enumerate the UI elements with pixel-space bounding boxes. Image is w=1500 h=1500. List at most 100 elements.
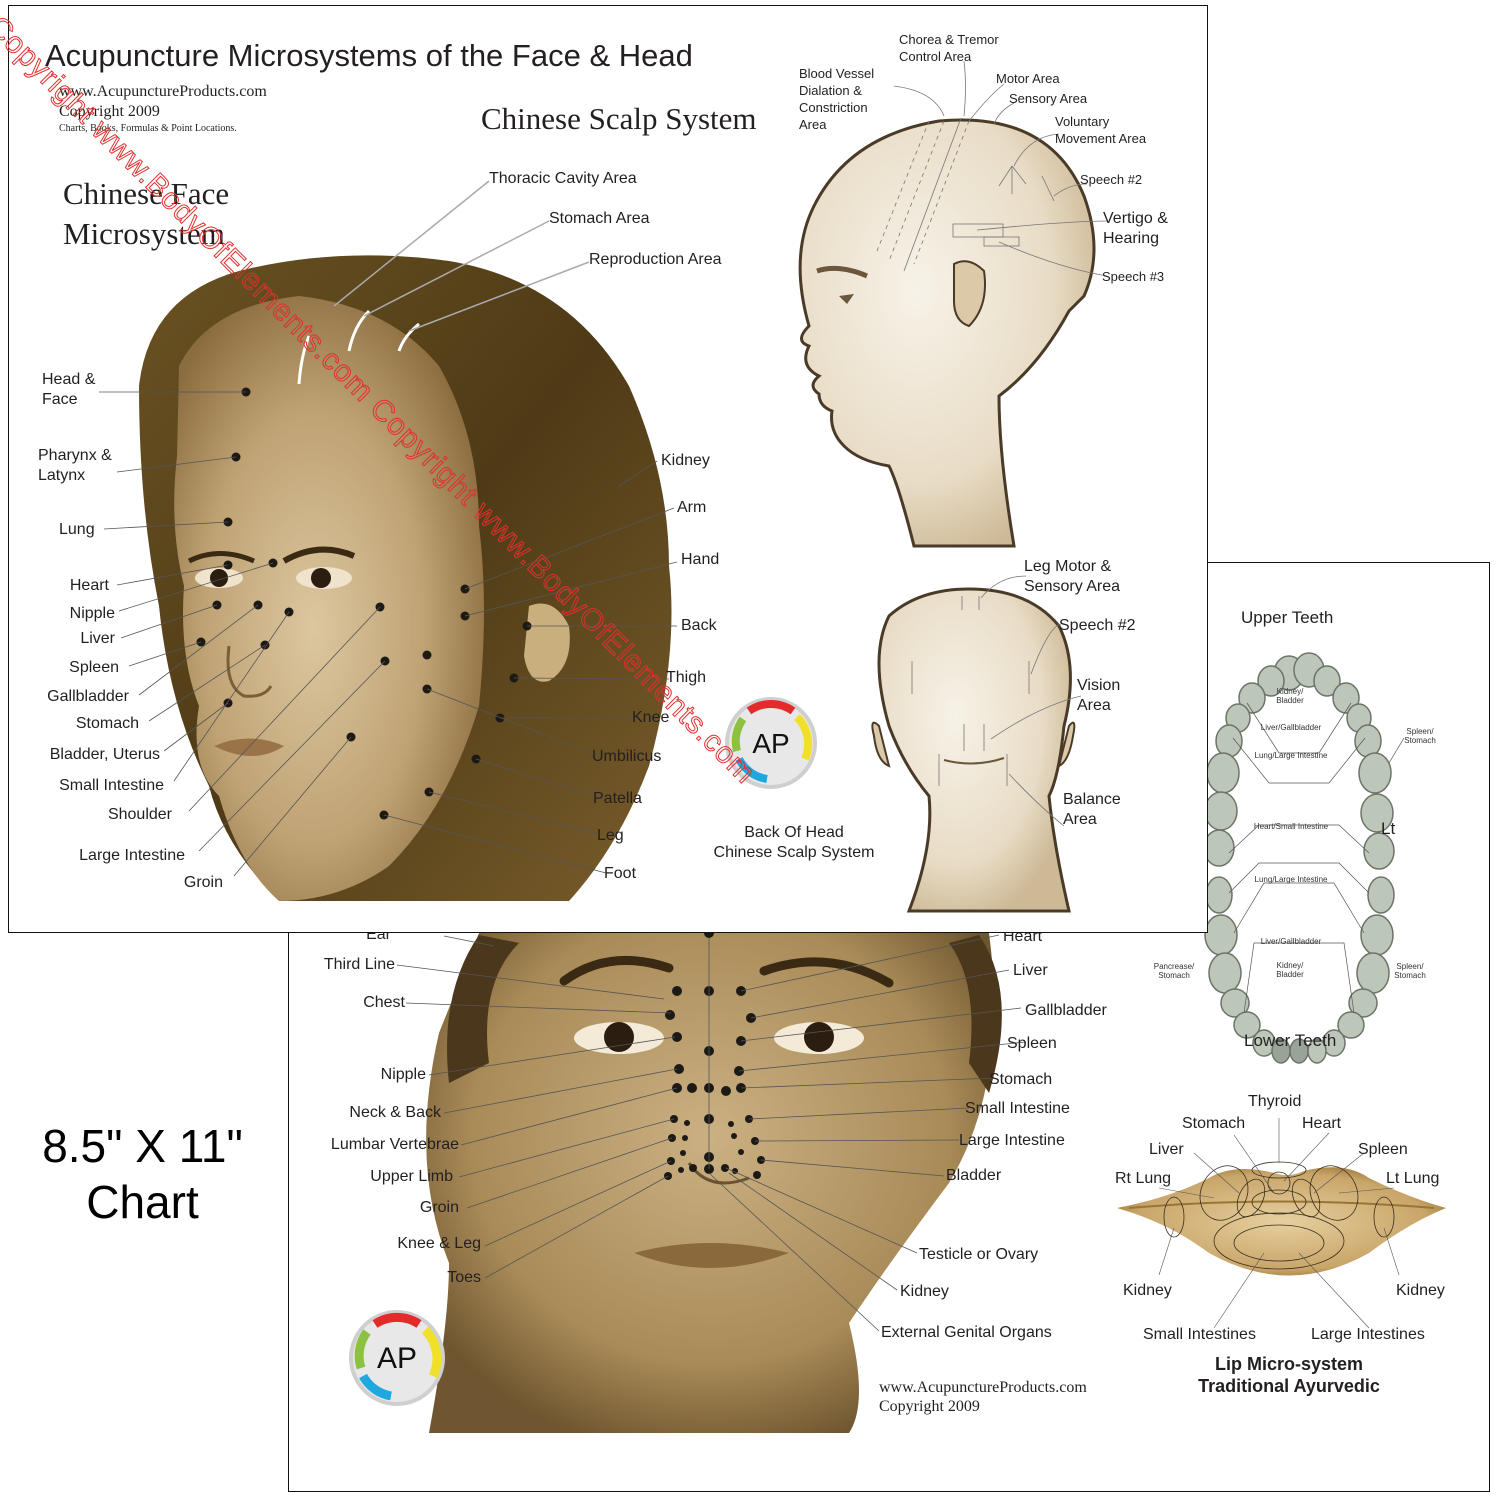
lip-label-kidney-right: Kidney bbox=[1396, 1282, 1445, 1299]
face-title-line2: Microsystem bbox=[63, 216, 225, 251]
lip-label-thyroid: Thyroid bbox=[1248, 1093, 1302, 1110]
label-foot: Foot bbox=[604, 865, 637, 882]
face-title-line1: Chinese Face bbox=[63, 176, 230, 211]
label-heart: Heart bbox=[69, 577, 109, 594]
label-third-line: Third Line bbox=[323, 956, 395, 973]
label-groin: Groin bbox=[419, 1199, 459, 1216]
label-spleen: Spleen bbox=[1007, 1035, 1057, 1052]
frontal-face-illustration: AP bbox=[349, 652, 1446, 1433]
label-upper-limb: Upper Limb bbox=[370, 1168, 453, 1185]
label-gallbladder: Gallbladder bbox=[47, 688, 129, 705]
label-patella: Patella bbox=[593, 790, 642, 807]
tooth-label-lung-li-lower: Lung/Large Intestine bbox=[1254, 875, 1328, 884]
tooth-label-kidney-bladder-upper: Kidney/ Bladder bbox=[1276, 687, 1304, 705]
chart-1-sheet: AP Acupuncture Microsystems of the Face … bbox=[8, 5, 1208, 933]
size-note: 8.5" X 11" Chart bbox=[0, 1118, 285, 1230]
label-sensory-area: Sensory Area bbox=[1009, 91, 1088, 106]
label-blood-vessel: Blood Vessel Dialation & Constriction Ar… bbox=[799, 66, 875, 132]
label-thigh: Thigh bbox=[666, 669, 707, 686]
label-neck-back: Neck & Back bbox=[349, 1104, 441, 1121]
lip-label-large-intestines: Large Intestines bbox=[1311, 1326, 1425, 1343]
upper-teeth-title: Upper Teeth bbox=[1241, 608, 1334, 627]
back-head-caption-line1: Back Of Head bbox=[744, 824, 844, 841]
label-nipple: Nipple bbox=[69, 605, 115, 622]
label-hand: Hand bbox=[681, 551, 720, 568]
label-vision-area: Vision Area bbox=[1077, 677, 1121, 714]
tooth-label-heart-si: Heart/Small Intestine bbox=[1253, 822, 1329, 831]
label-groin: Groin bbox=[183, 874, 223, 891]
label-speech-3: Speech #3 bbox=[1102, 269, 1165, 284]
back-head-illustration bbox=[871, 575, 1082, 913]
label-shoulder: Shoulder bbox=[107, 806, 172, 823]
label-liver: Liver bbox=[80, 630, 115, 647]
label-leg: Leg bbox=[597, 827, 624, 844]
label-arm: Arm bbox=[677, 499, 707, 516]
size-note-line1: 8.5" X 11" bbox=[42, 1120, 243, 1172]
label-large-intestine: Large Intestine bbox=[959, 1132, 1065, 1149]
lips-illustration bbox=[1117, 1118, 1446, 1329]
label-back: Back bbox=[681, 617, 717, 634]
label-pharynx-latynx: Pharynx & Latynx bbox=[38, 447, 112, 484]
lip-title-line1: Lip Micro-system bbox=[1214, 1354, 1364, 1374]
tooth-label-liver-gb-lower: Liver/Gallbladder bbox=[1260, 937, 1322, 946]
tooth-label-spleen-stomach-lower: Spleen/ Stomach bbox=[1394, 962, 1426, 980]
ap-logo-text: AP bbox=[377, 1342, 417, 1375]
lower-teeth-title: Lower Teeth bbox=[1244, 1031, 1337, 1050]
label-kidney: Kidney bbox=[900, 1283, 949, 1300]
lip-label-lt-lung: Lt Lung bbox=[1386, 1170, 1440, 1187]
label-testicle-ovary: Testicle or Ovary bbox=[919, 1246, 1039, 1263]
chart1-tagline: Charts, Books, Formulas & Point Location… bbox=[59, 123, 237, 134]
lip-label-rt-lung: Rt Lung bbox=[1115, 1170, 1172, 1187]
lip-label-liver: Liver bbox=[1149, 1141, 1184, 1158]
teeth-side-lt: Lt bbox=[1381, 819, 1396, 838]
label-motor-area: Motor Area bbox=[996, 71, 1060, 86]
back-head-caption-line2: Chinese Scalp System bbox=[713, 844, 875, 861]
label-toes: Toes bbox=[447, 1269, 481, 1286]
label-small-intestine: Small Intestine bbox=[59, 777, 164, 794]
label-balance-area: Balance Area bbox=[1063, 791, 1121, 828]
teeth-illustration bbox=[1203, 652, 1395, 1064]
tooth-label-liver-gb-upper: Liver/Gallbladder bbox=[1260, 723, 1322, 732]
ap-logo-text-1: AP bbox=[752, 728, 789, 759]
chart2-copyright: Copyright 2009 bbox=[879, 1398, 980, 1415]
chart1-copyright: Copyright 2009 bbox=[59, 103, 160, 120]
back-head-caption: Back Of Head Chinese Scalp System bbox=[699, 823, 889, 863]
label-nipple: Nipple bbox=[380, 1066, 426, 1083]
side-head-illustration bbox=[798, 60, 1108, 548]
label-knee: Knee bbox=[632, 709, 670, 726]
label-gallbladder: Gallbladder bbox=[1025, 1002, 1107, 1019]
label-spleen: Spleen bbox=[69, 659, 119, 676]
tooth-label-kidney-bladder-lower: Kidney/ Bladder bbox=[1276, 961, 1304, 979]
tooth-label-spleen-stomach-upper: Spleen/ Stomach bbox=[1404, 727, 1436, 745]
label-bladder: Bladder bbox=[946, 1167, 1002, 1184]
chart2-footer: www.AcupunctureProducts.com Copyright 20… bbox=[879, 1378, 1087, 1416]
lip-label-small-intestines: Small Intestines bbox=[1143, 1326, 1256, 1343]
label-stomach: Stomach bbox=[989, 1071, 1053, 1088]
label-head-face: Head & Face bbox=[42, 371, 96, 408]
label-large-intestine: Large Intestine bbox=[79, 847, 185, 864]
tooth-label-lung-li-upper: Lung/Large Intestine bbox=[1254, 751, 1328, 760]
label-voluntary-movement: Voluntary Movement Area bbox=[1055, 114, 1147, 146]
label-stomach-area: Stomach Area bbox=[549, 210, 650, 227]
label-speech-2-side: Speech #2 bbox=[1080, 172, 1143, 187]
label-umbilicus: Umbilicus bbox=[592, 748, 662, 765]
chinese-face-title: Chinese Face Microsystem bbox=[63, 174, 229, 254]
lip-label-heart: Heart bbox=[1302, 1115, 1342, 1132]
chart1-url: www.AcupunctureProducts.com bbox=[59, 83, 267, 100]
label-liver: Liver bbox=[1013, 962, 1048, 979]
lip-label-kidney-left: Kidney bbox=[1123, 1282, 1172, 1299]
label-chest: Chest bbox=[363, 994, 405, 1011]
chart1-illustrations: AP bbox=[99, 60, 1108, 913]
label-vertigo-hearing: Vertigo & Hearing bbox=[1103, 210, 1168, 247]
label-kidney: Kidney bbox=[661, 452, 710, 469]
label-external-genital: External Genital Organs bbox=[881, 1324, 1052, 1341]
label-small-intestine: Small Intestine bbox=[965, 1100, 1070, 1117]
label-lumbar-vertebrae: Lumbar Vertebrae bbox=[330, 1136, 459, 1153]
size-note-line2: Chart bbox=[86, 1176, 199, 1228]
label-reproduction-area: Reproduction Area bbox=[589, 251, 722, 268]
chart2-url: www.AcupunctureProducts.com bbox=[879, 1379, 1087, 1396]
chart1-title: Acupuncture Microsystems of the Face & H… bbox=[45, 38, 693, 73]
label-stomach: Stomach bbox=[75, 715, 139, 732]
label-speech-2-back: Speech #2 bbox=[1059, 617, 1136, 634]
chinese-scalp-title: Chinese Scalp System bbox=[481, 101, 757, 136]
